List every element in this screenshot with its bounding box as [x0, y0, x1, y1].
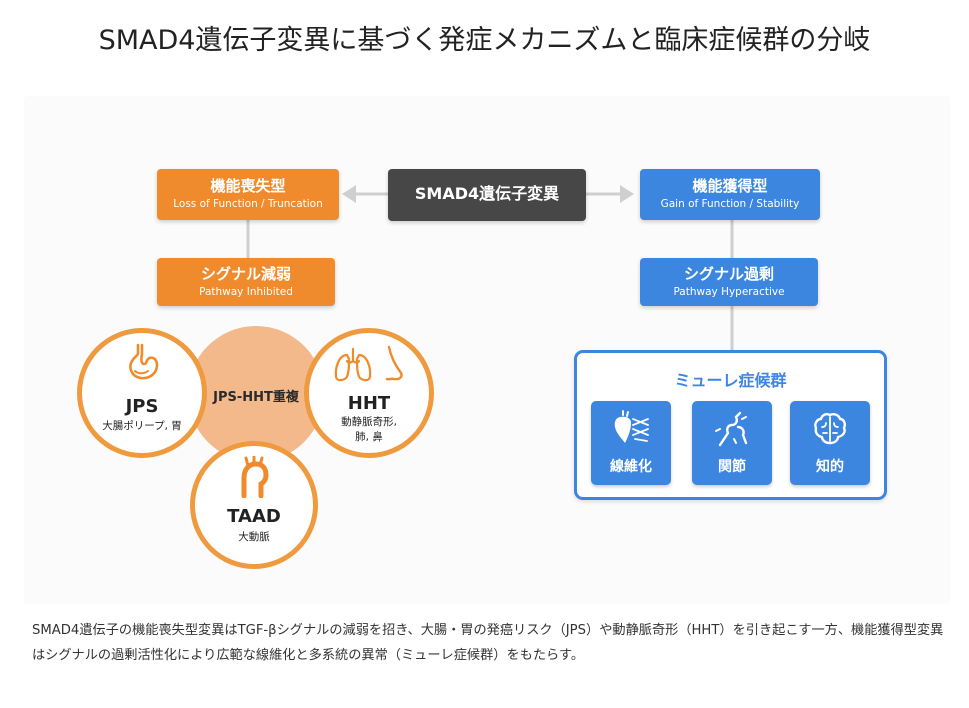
hht-sub-line1: 動静脈奇形,: [341, 416, 397, 428]
loss-of-function-sub: Loss of Function / Truncation: [173, 198, 323, 210]
tile-joint: 関節: [692, 401, 772, 485]
page-title: SMAD4遺伝子変異に基づく発症メカニズムと臨床症候群の分岐: [98, 25, 871, 56]
hht-sub-line2: 肺, 鼻: [355, 431, 383, 443]
pathway-hyperactive-sub: Pathway Hyperactive: [673, 286, 785, 298]
taad-circle: TAAD 大動脈: [190, 441, 318, 569]
aorta-icon: [241, 456, 269, 498]
connector-lines: [246, 185, 734, 352]
center-box: SMAD4遺伝子変異: [388, 169, 586, 221]
stomach-icon: [129, 343, 159, 380]
jps-hht-overlap-circle: JPS-HHT重複: [188, 326, 324, 462]
tile-fibrosis: 線維化: [591, 401, 671, 485]
diagram: SMAD4遺伝子変異 機能喪失型 Loss of Function / Trun…: [24, 96, 950, 604]
caption: SMAD4遺伝子の機能喪失型変異はTGF-βシグナルの減弱を招き、大腸・胃の発癌…: [32, 623, 944, 663]
myhre-syndrome-box: ミューレ症候群 線維化 関節: [574, 350, 887, 500]
gain-of-function-label: 機能獲得型: [692, 177, 768, 195]
tile-joint-label: 関節: [718, 459, 746, 475]
tile-intellectual: 知的: [790, 401, 870, 485]
brain-icon: [814, 413, 846, 445]
taad-label: TAAD: [227, 506, 281, 527]
lungs-nose-icon: [334, 345, 403, 382]
jps-label: JPS: [125, 396, 159, 417]
pathway-inhibited-label: シグナル減弱: [200, 265, 291, 283]
joint-icon: [715, 411, 748, 447]
gain-of-function-box: 機能獲得型 Gain of Function / Stability: [640, 169, 820, 220]
tile-fibrosis-label: 線維化: [610, 459, 652, 475]
taad-sub: 大動脈: [238, 531, 270, 543]
myhre-syndrome-title: ミューレ症候群: [674, 371, 787, 390]
arrow-left-head: [342, 185, 356, 203]
hht-circle: HHT 動静脈奇形, 肺, 鼻: [304, 328, 434, 458]
tile-intellectual-label: 知的: [816, 459, 844, 475]
pathway-inhibited-sub: Pathway Inhibited: [199, 286, 293, 298]
jps-circle: JPS 大腸ポリープ, 胃: [77, 328, 207, 458]
loss-of-function-box: 機能喪失型 Loss of Function / Truncation: [157, 169, 339, 220]
gain-of-function-sub: Gain of Function / Stability: [660, 198, 800, 210]
center-label: SMAD4遺伝子変異: [414, 184, 560, 203]
heart-fibrosis-icon: [614, 410, 649, 443]
jps-hht-overlap-label: JPS-HHT重複: [213, 390, 299, 405]
pathway-hyperactive-box: シグナル過剰 Pathway Hyperactive: [640, 258, 818, 306]
arrow-right-head: [620, 185, 634, 203]
jps-sub: 大腸ポリープ, 胃: [102, 420, 182, 432]
loss-of-function-label: 機能喪失型: [210, 177, 286, 195]
pathway-hyperactive-label: シグナル過剰: [683, 265, 774, 283]
pathway-inhibited-box: シグナル減弱 Pathway Inhibited: [157, 258, 335, 306]
hht-label: HHT: [347, 393, 391, 414]
